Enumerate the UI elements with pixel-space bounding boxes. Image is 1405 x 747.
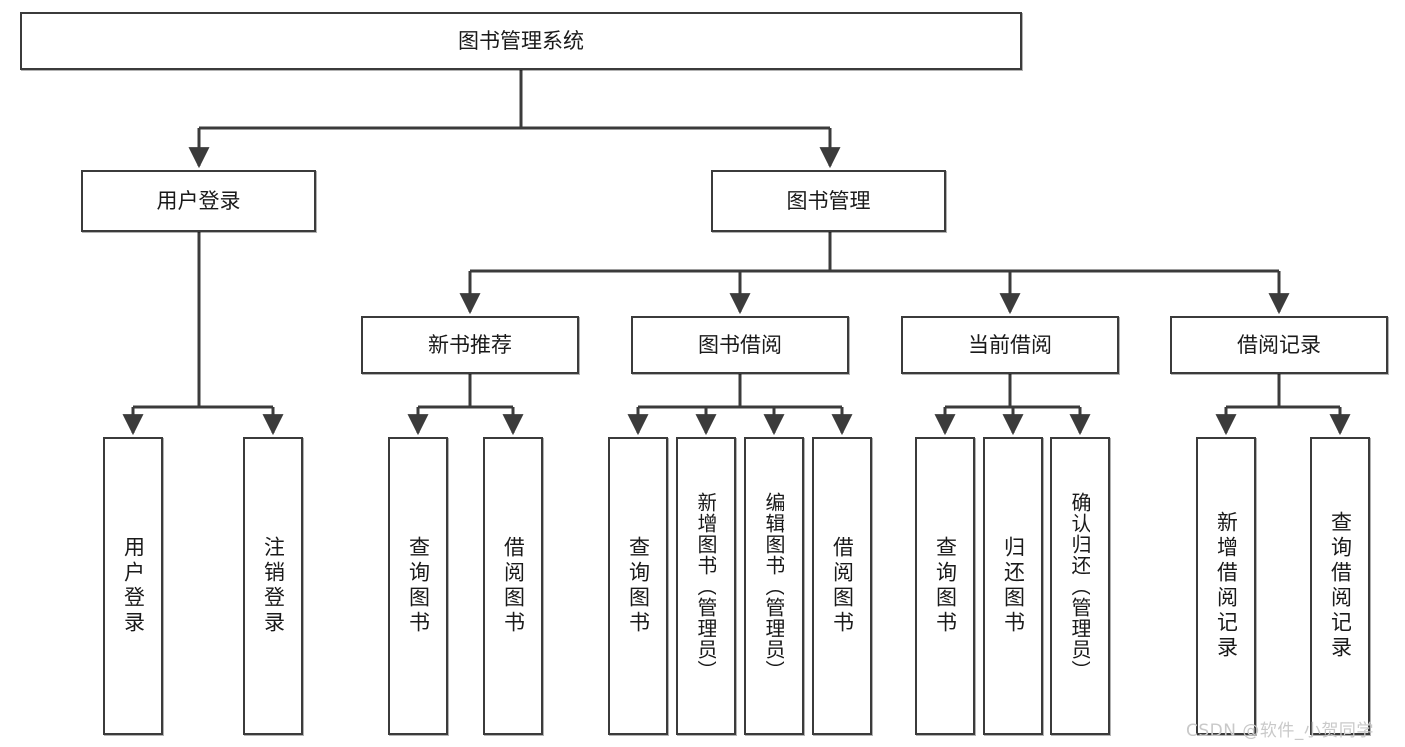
node-label: 编辑图书（管理员） — [764, 491, 784, 681]
node-label: 注销登录 — [262, 536, 284, 636]
csdn-watermark: CSDN @软件_小贺同学 — [1186, 721, 1374, 741]
node-label: 归还图书 — [1002, 536, 1024, 636]
leaf-add-book-admin[interactable]: 新增图书（管理员） — [676, 437, 736, 735]
node-label: 新书推荐 — [428, 332, 512, 357]
node-label: 确认归还（管理员） — [1070, 491, 1090, 681]
leaf-borrow-book-newbook[interactable]: 借阅图书 — [483, 437, 543, 735]
node-label: 图书借阅 — [698, 332, 782, 357]
node-label: 查询图书 — [627, 536, 649, 636]
node-label: 借阅记录 — [1237, 332, 1321, 357]
node-current-borrow[interactable]: 当前借阅 — [901, 316, 1119, 374]
node-label: 新增借阅记录 — [1215, 511, 1237, 661]
node-label: 查询图书 — [934, 536, 956, 636]
node-label: 图书管理系统 — [458, 28, 584, 53]
leaf-query-book-current[interactable]: 查询图书 — [915, 437, 975, 735]
node-label: 查询图书 — [407, 536, 429, 636]
node-label: 查询借阅记录 — [1329, 511, 1351, 661]
node-label: 新增图书（管理员） — [696, 491, 716, 681]
leaf-query-book-newbook[interactable]: 查询图书 — [388, 437, 448, 735]
node-book-management[interactable]: 图书管理 — [711, 170, 946, 232]
node-new-book-recommend[interactable]: 新书推荐 — [361, 316, 579, 374]
leaf-user-login[interactable]: 用户登录 — [103, 437, 163, 735]
node-label: 用户登录 — [156, 188, 241, 213]
leaf-query-book-borrow[interactable]: 查询图书 — [608, 437, 668, 735]
node-label: 借阅图书 — [831, 536, 853, 636]
leaf-query-borrow-record[interactable]: 查询借阅记录 — [1310, 437, 1370, 735]
leaf-return-book[interactable]: 归还图书 — [983, 437, 1043, 735]
leaf-add-borrow-record[interactable]: 新增借阅记录 — [1196, 437, 1256, 735]
node-root-book-management-system[interactable]: 图书管理系统 — [20, 12, 1022, 70]
node-user-login[interactable]: 用户登录 — [81, 170, 316, 232]
node-label: 图书管理 — [786, 188, 871, 213]
leaf-confirm-return-admin[interactable]: 确认归还（管理员） — [1050, 437, 1110, 735]
leaf-borrow-book[interactable]: 借阅图书 — [812, 437, 872, 735]
leaf-edit-book-admin[interactable]: 编辑图书（管理员） — [744, 437, 804, 735]
leaf-logout-login[interactable]: 注销登录 — [243, 437, 303, 735]
node-borrow-record[interactable]: 借阅记录 — [1170, 316, 1388, 374]
node-label: 当前借阅 — [968, 332, 1052, 357]
node-book-borrow[interactable]: 图书借阅 — [631, 316, 849, 374]
node-label: 借阅图书 — [502, 536, 524, 636]
node-label: 用户登录 — [122, 536, 144, 636]
